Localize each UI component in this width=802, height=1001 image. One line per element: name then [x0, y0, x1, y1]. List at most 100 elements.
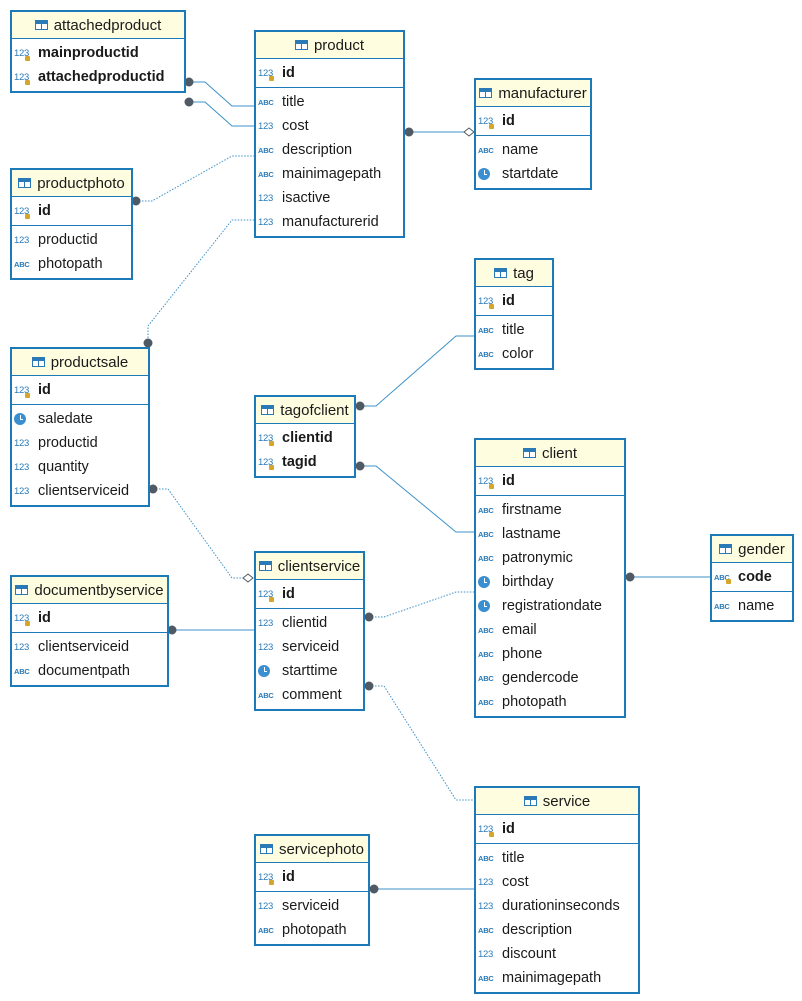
table-header[interactable]: manufacturer [476, 80, 590, 106]
table-header[interactable]: productphoto [12, 170, 131, 196]
table-name: product [313, 36, 365, 54]
table-header[interactable]: gender [712, 536, 792, 562]
table-header[interactable]: servicephoto [256, 836, 368, 862]
text-type-icon: ABC [478, 325, 494, 335]
table-header[interactable]: attachedproduct [12, 12, 184, 38]
table-header[interactable]: clientservice [256, 553, 363, 579]
table-header[interactable]: product [256, 32, 403, 58]
table-header[interactable]: documentbyservice [12, 577, 167, 603]
table-header[interactable]: service [476, 788, 638, 814]
table-header[interactable]: tagofclient [256, 397, 354, 423]
numeric-type-icon: 123 [258, 871, 274, 885]
column-name: photopath [282, 922, 347, 938]
table-icon [522, 448, 536, 458]
column[interactable]: birthday [476, 570, 624, 594]
fk-endpoint [364, 681, 374, 691]
table-icon [523, 796, 537, 806]
column-name: documentpath [38, 663, 130, 679]
column[interactable]: registrationdate [476, 594, 624, 618]
table-header[interactable]: productsale [12, 349, 148, 375]
column[interactable]: ABC documentpath [12, 659, 167, 683]
text-type-icon: ABC [258, 97, 274, 107]
table-header[interactable]: tag [476, 260, 552, 286]
column-name: description [502, 922, 573, 938]
text-type-icon: ABC [14, 666, 30, 676]
clock-icon [478, 600, 500, 612]
table-icon [719, 544, 733, 554]
column[interactable]: starttime [256, 659, 363, 683]
column[interactable]: startdate [476, 162, 590, 186]
column-name: photopath [38, 256, 103, 272]
column-name: code [738, 569, 772, 585]
link-productsale-product [147, 219, 255, 338]
column[interactable]: saledate [12, 407, 148, 431]
table-icon [258, 561, 272, 571]
table-header[interactable]: client [476, 440, 624, 466]
